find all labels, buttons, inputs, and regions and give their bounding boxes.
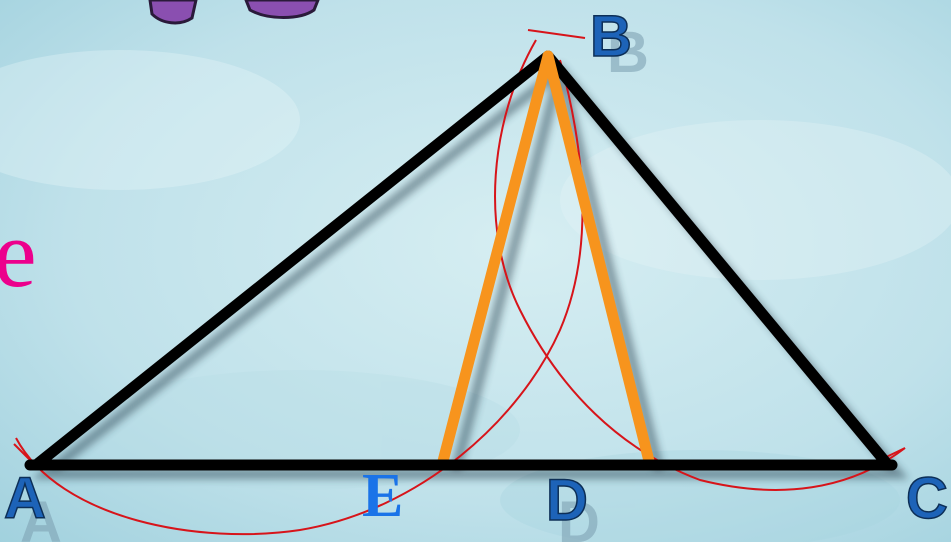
label-shadows: A B D	[20, 20, 649, 542]
arc-through-b	[494, 39, 906, 491]
label-shadow-d: D	[558, 490, 600, 542]
arc-tick-a	[13, 443, 31, 461]
arc-tick-b	[527, 29, 586, 39]
purple-clipart-fragment-icon	[148, 0, 320, 25]
side-text: e	[0, 200, 37, 307]
label-shadow-a: A	[20, 490, 62, 542]
label-e: E	[362, 462, 403, 530]
segment-be	[436, 50, 554, 471]
label-b: B	[590, 4, 632, 69]
label-c: C	[906, 466, 948, 531]
label-d: D	[546, 468, 588, 533]
label-shadow-b: B	[607, 20, 649, 85]
segment-bd	[542, 50, 656, 471]
label-a: A	[4, 466, 46, 531]
